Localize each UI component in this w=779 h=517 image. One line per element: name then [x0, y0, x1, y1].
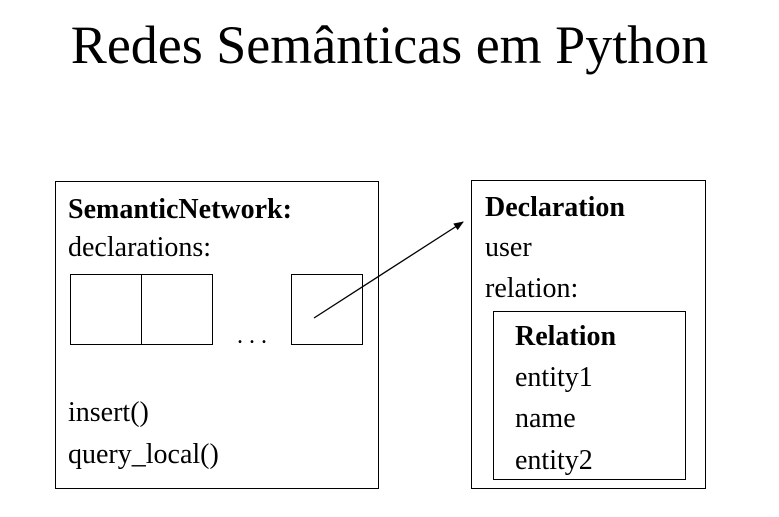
semantic-network-title: SemanticNetwork:	[68, 194, 292, 225]
declarations-field: declarations:	[68, 232, 212, 263]
relation-box	[493, 311, 686, 480]
relation-field-entity1: entity1	[515, 362, 593, 393]
method-query-local: query_local()	[68, 439, 219, 470]
relation-field-name: name	[515, 403, 576, 434]
declaration-box	[471, 180, 706, 489]
declaration-title: Declaration	[485, 192, 625, 223]
declarations-ellipsis: . . .	[237, 323, 267, 349]
method-insert: insert()	[68, 397, 149, 428]
declarations-cell-1	[70, 274, 142, 345]
declarations-cell-2	[141, 274, 213, 345]
relation-title: Relation	[515, 321, 617, 352]
relation-field-entity2: entity2	[515, 445, 593, 476]
semantic-network-box	[55, 181, 379, 489]
declaration-field-user: user	[485, 232, 532, 263]
declarations-cell-last	[291, 274, 363, 345]
page-title: Redes Semânticas em Python	[70, 15, 709, 75]
declaration-field-relation: relation:	[485, 273, 579, 304]
